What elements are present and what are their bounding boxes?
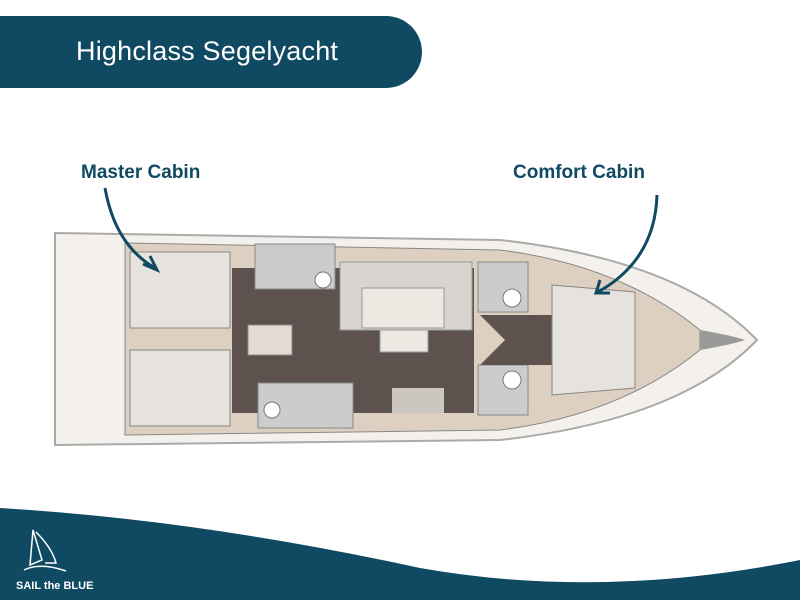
page-title: Highclass Segelyacht — [76, 36, 339, 66]
brand-logo: SAIL the BLUE — [16, 580, 94, 592]
title-banner: Highclass Segelyacht — [0, 16, 422, 88]
master-cabin-label: Master Cabin — [81, 162, 201, 183]
comfort-cabin-label: Comfort Cabin — [513, 162, 645, 183]
footer-wave — [0, 508, 800, 600]
sailboat-logo-icon — [23, 529, 67, 572]
